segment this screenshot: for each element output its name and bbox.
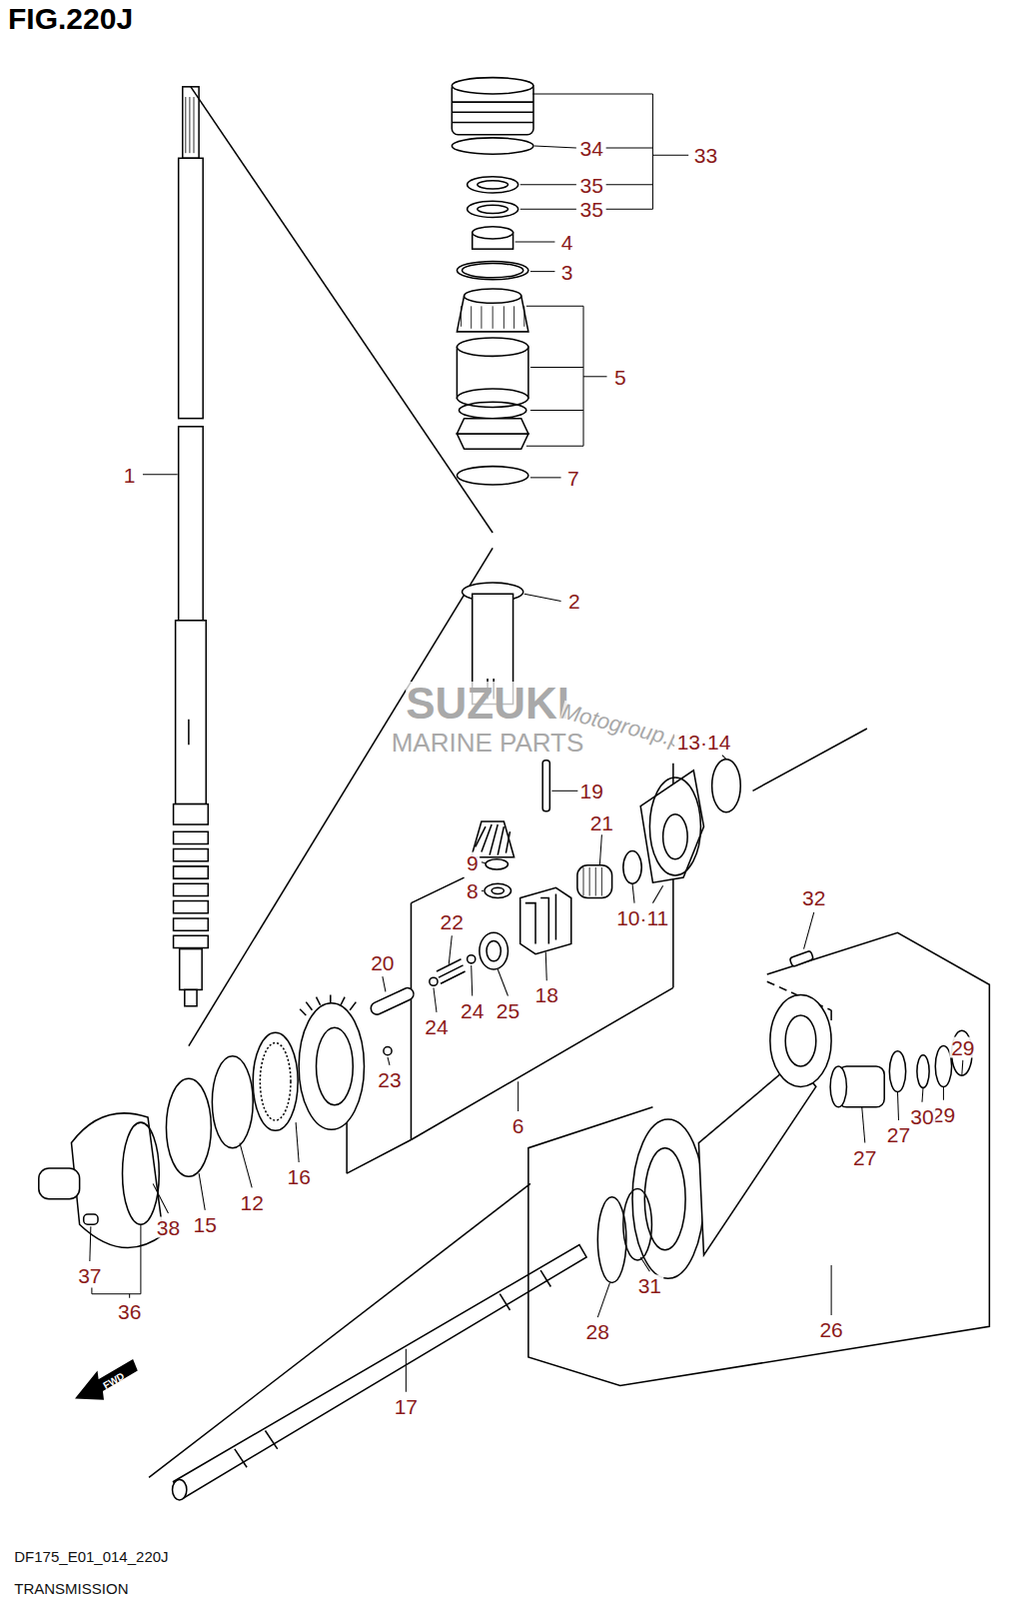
callout-number: 18 (533, 984, 561, 1006)
callout-number: 24 (422, 1016, 450, 1037)
callout-number: 30 (908, 1104, 936, 1126)
callout-number: 12 (237, 1190, 265, 1212)
reverse-gear-set (38, 995, 365, 1248)
callout-number: 21 (588, 811, 616, 833)
bearing-housing (597, 950, 973, 1282)
guide-lines (148, 86, 868, 1478)
callout-number: 13·14 (675, 731, 734, 753)
callout-number: 7 (565, 466, 582, 488)
callout-number: 17 (392, 1394, 420, 1416)
callout-number: 37 (75, 1264, 103, 1286)
callout-number: 3 (559, 260, 576, 282)
callout-number: 8 (464, 880, 481, 902)
drive-shaft (173, 86, 209, 1007)
callout-number: 24 (458, 999, 486, 1020)
bearing-stack (451, 77, 534, 705)
callout-number: 26 (817, 1318, 845, 1340)
watermark: SUZUKI (405, 681, 570, 726)
callout-number: 16 (284, 1165, 312, 1187)
callout-number: 9 (464, 851, 481, 873)
leader-lines (89, 93, 964, 1392)
direction-label: FWD (101, 1370, 127, 1391)
callout-number: 31 (636, 1274, 664, 1296)
callout-number: 10·11 (614, 906, 671, 928)
propeller-shaft (172, 1244, 588, 1500)
callout-number: 28 (584, 1320, 612, 1342)
callout-number: 32 (800, 887, 828, 909)
callout-number: 36 (115, 1299, 143, 1321)
callout-number: 33 (692, 144, 720, 166)
figure-title: FIG.220J (7, 3, 133, 34)
callout-number: 35 (577, 173, 605, 195)
callout-number: 35 (577, 198, 605, 220)
callout-number: 23 (375, 1068, 403, 1090)
pinion-gear (471, 760, 551, 899)
footer-text: TRANSMISSION (13, 1579, 128, 1595)
callout-number: 27 (851, 1145, 879, 1167)
watermark: MARINE PARTS (391, 729, 585, 756)
callout-number: 1 (121, 463, 138, 485)
callout-number: 29 (949, 1035, 977, 1057)
callout-number: 27 (885, 1123, 913, 1145)
forward-arrow (76, 1359, 137, 1399)
group-bracket (528, 932, 990, 1385)
callout-number: 34 (577, 137, 605, 159)
callout-number: 5 (612, 365, 629, 387)
callout-number: 15 (191, 1213, 219, 1235)
callout-number: 4 (559, 230, 576, 252)
callout-number: 2 (566, 590, 583, 612)
callout-number: 22 (438, 910, 466, 932)
footer-text: DF175_E01_014_220J (13, 1548, 168, 1564)
callout-number: 38 (154, 1216, 182, 1238)
clutch-forward-gear (368, 759, 741, 1055)
callout-number: 20 (368, 951, 396, 973)
callout-number: 6 (510, 1114, 527, 1136)
callout-number: 19 (577, 780, 605, 802)
callout-number: 25 (494, 999, 522, 1020)
